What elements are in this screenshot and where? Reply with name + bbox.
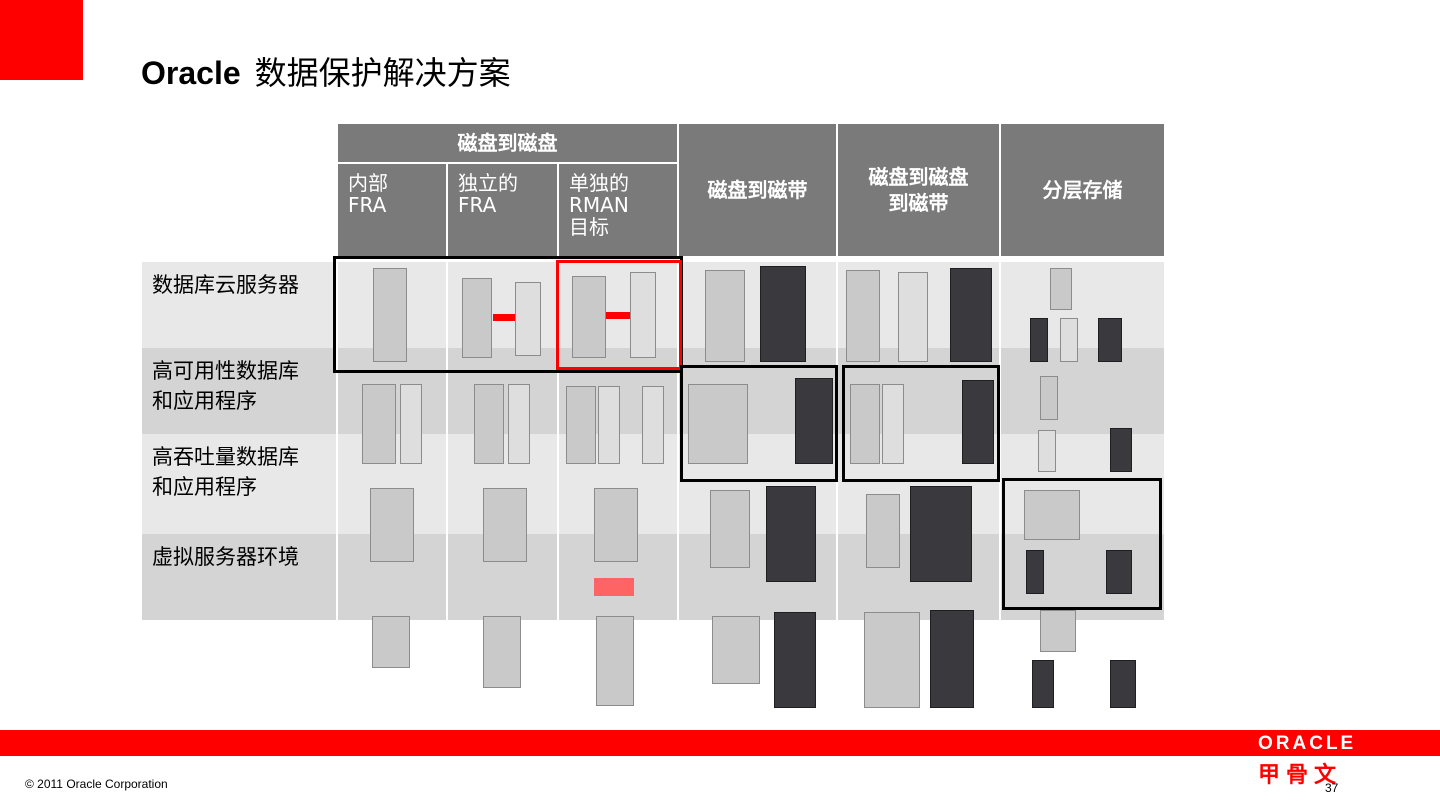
storage-rack-image [598, 386, 620, 464]
server-rack-image [850, 384, 880, 464]
title-brand: Oracle [141, 55, 241, 91]
row-bg-4 [142, 534, 1164, 620]
title-text: 数据保护解决方案 [254, 55, 511, 91]
col-divider [336, 262, 338, 620]
row-label-ha-db-apps: 高可用性数据库 和应用程序 [152, 359, 299, 413]
brand-red-square [0, 0, 83, 80]
server-rack-image [373, 268, 407, 362]
copyright-text: © 2011 Oracle Corporation [25, 777, 168, 791]
tape-library-image [1098, 318, 1122, 362]
col-divider [557, 164, 559, 620]
tape-library-image [774, 612, 816, 708]
storage-red-block [594, 578, 634, 596]
blade-server-image [594, 488, 638, 562]
tape-library-image [1026, 550, 1044, 594]
blade-server-image [483, 616, 521, 688]
tape-library-image [760, 266, 806, 362]
blade-server-image [1024, 490, 1080, 540]
storage-rack-image [898, 272, 928, 362]
storage-rack-image [400, 384, 422, 464]
row-label-virtual-servers: 虚拟服务器环境 [152, 545, 299, 569]
highlight-frame [842, 365, 1000, 482]
tape-library-image [795, 378, 833, 464]
oracle-logo-en: ORACLE [1258, 733, 1357, 754]
connector-red [493, 314, 515, 321]
server-rack-image [846, 270, 880, 362]
server-rack-image [566, 386, 596, 464]
blade-server-image [866, 494, 900, 568]
server-rack-image [1040, 376, 1058, 420]
highlight-frame-red [556, 260, 682, 370]
server-rack-image [462, 278, 492, 358]
page-title: Oracle 数据保护解决方案 [141, 48, 511, 94]
storage-rack-image [508, 384, 530, 464]
blade-server-image [370, 488, 414, 562]
tape-library-image [910, 486, 972, 582]
storage-rack-image [642, 386, 664, 464]
blade-server-image [596, 616, 634, 706]
blade-server-image [372, 616, 410, 668]
storage-rack-image [1038, 430, 1056, 472]
blade-server-image [1040, 610, 1076, 652]
tape-library-image [1110, 660, 1136, 708]
storage-rack-image [1060, 318, 1078, 362]
col-divider [446, 164, 448, 620]
tape-library-image [1106, 550, 1132, 594]
blade-server-image [483, 488, 527, 562]
server-rack-image [1050, 268, 1072, 310]
highlight-frame [680, 365, 838, 482]
header-tiered-storage: 分层存储 [1001, 124, 1164, 256]
highlight-frame [1002, 478, 1162, 610]
tape-library-image [1110, 428, 1132, 472]
tape-library-image [930, 610, 974, 708]
subheader-standalone-fra: 独立的 FRA [448, 164, 557, 256]
row-label-database-machine: 数据库云服务器 [152, 273, 299, 297]
tape-library-image [950, 268, 992, 362]
header-disk-to-tape: 磁盘到磁带 [679, 124, 836, 256]
storage-rack-image [515, 282, 541, 356]
tape-library-image [1032, 660, 1054, 708]
row-label-high-throughput: 高吞吐量数据库 和应用程序 [152, 445, 299, 499]
blade-server-image [864, 612, 920, 708]
page-number: 37 [1325, 781, 1339, 795]
group-header-disk-to-disk: 磁盘到磁盘 [338, 124, 677, 162]
header-separator [338, 162, 677, 164]
subheader-internal-fra: 内部 FRA [338, 164, 446, 256]
server-rack-image [572, 276, 606, 358]
blade-server-image [712, 616, 760, 684]
server-rack-image [688, 384, 748, 464]
tape-library-image [962, 380, 994, 464]
storage-rack-image [630, 272, 656, 358]
blade-server-image [710, 490, 750, 568]
header-disk-to-disk-to-tape: 磁盘到磁盘 到磁带 [838, 124, 999, 256]
server-rack-image [474, 384, 504, 464]
oracle-logo-cn: 甲骨文 [1258, 763, 1343, 788]
server-rack-image [705, 270, 745, 362]
storage-rack-image [882, 384, 904, 464]
col-divider [999, 124, 1001, 620]
connector-red [606, 312, 630, 319]
tape-library-image [1030, 318, 1048, 362]
tape-library-image [766, 486, 816, 582]
subheader-rman-target: 单独的 RMAN 目标 [559, 164, 677, 256]
footer-red-bar [0, 730, 1440, 756]
server-rack-image [362, 384, 396, 464]
